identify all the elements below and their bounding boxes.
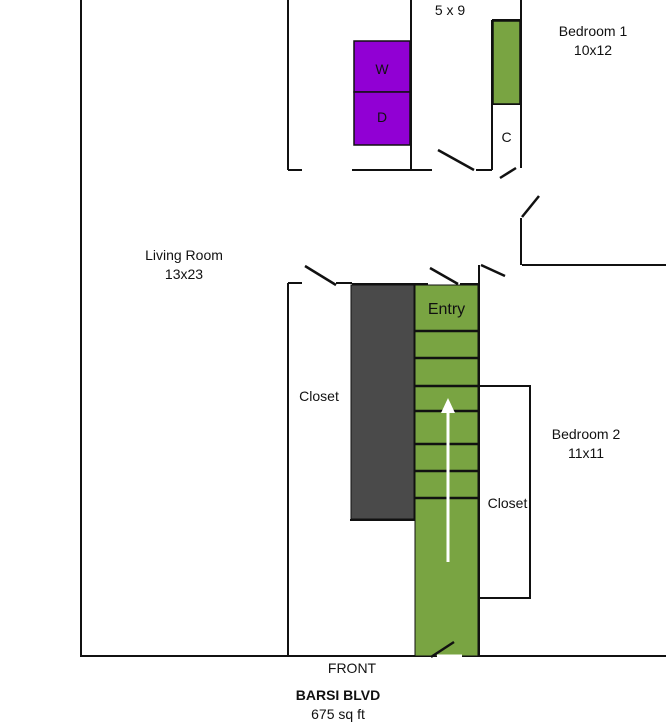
bedroom1-name: Bedroom 1 bbox=[558, 23, 628, 39]
arrow-up-icon bbox=[441, 398, 455, 562]
door-bedroom1 bbox=[521, 195, 540, 218]
bedroom2-name: Bedroom 2 bbox=[551, 426, 621, 442]
stair-core-block bbox=[350, 284, 415, 520]
washer-label: W bbox=[375, 61, 389, 77]
bedroom1-size: 10x12 bbox=[573, 42, 613, 58]
area-label: 675 sq ft bbox=[311, 706, 365, 722]
living-room-size: 13x23 bbox=[164, 266, 204, 282]
door-bedroom2 bbox=[480, 263, 506, 278]
bedroom2-closet-box bbox=[478, 385, 531, 599]
living-room-name: Living Room bbox=[145, 247, 223, 263]
entry-label: Entry bbox=[427, 301, 466, 318]
hall-size-label: 5 x 9 bbox=[434, 2, 466, 18]
door-closet-c bbox=[499, 166, 517, 180]
bedroom2-size: 11x11 bbox=[567, 445, 605, 461]
closet-right-label: Closet bbox=[487, 495, 528, 511]
front-label: FRONT bbox=[327, 660, 377, 676]
closet-left-label: Closet bbox=[299, 388, 339, 404]
door-entry-top bbox=[429, 266, 459, 286]
closet-c-label: C bbox=[501, 129, 512, 145]
dryer-box bbox=[353, 91, 411, 146]
dryer-label: D bbox=[376, 109, 388, 125]
door-laundry bbox=[437, 148, 475, 172]
door-closet-left bbox=[304, 264, 337, 287]
door-front bbox=[430, 640, 455, 659]
closet-c-shelf bbox=[492, 20, 521, 105]
street-label: BARSI BLVD bbox=[295, 687, 381, 703]
